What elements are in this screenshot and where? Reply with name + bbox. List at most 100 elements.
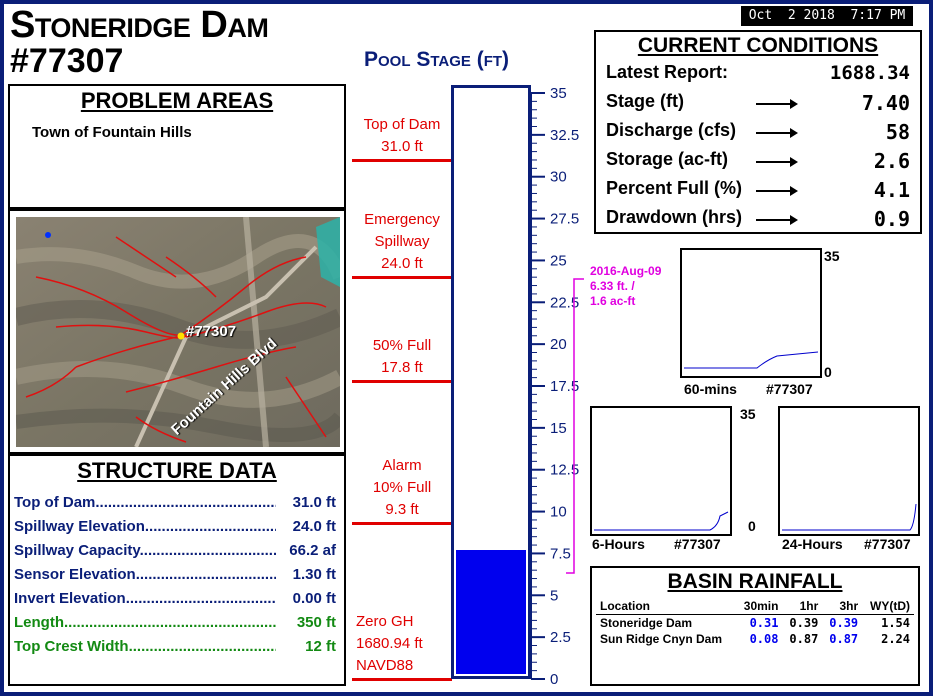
structure-row: Spillway Elevation......................… <box>14 518 336 538</box>
structure-dots: Top Crest Width.........................… <box>14 638 276 655</box>
scale-tick-label: 27.5 <box>550 211 579 228</box>
rain-header-3hr: 3hr <box>839 599 859 613</box>
chart-bottom-max: 35 <box>740 406 756 422</box>
level-label-line: 17.8 ft <box>381 358 423 376</box>
structure-row: Spillway Capacity.......................… <box>14 542 336 562</box>
current-conditions-panel: CURRENT CONDITIONS Latest Report:1688.34… <box>594 30 922 234</box>
scale-tick-label: 7.5 <box>550 545 571 562</box>
problem-area-item: Town of Fountain Hills <box>32 124 192 141</box>
chart-6-label: 6-Hours <box>592 536 645 552</box>
level-line <box>352 522 452 526</box>
leader-dots: ........................................… <box>139 542 276 559</box>
structure-label: Sensor Elevation <box>14 566 136 583</box>
level-label-line: 24.0 ft <box>381 255 423 273</box>
condition-label: Storage (ac-ft) <box>606 149 729 169</box>
structure-label: Top Crest Width <box>14 638 129 655</box>
structure-value: 350 ft <box>293 614 336 631</box>
rain-row: Sun Ridge Cnyn Dam 0.08 0.87 0.87 2.24 <box>596 631 914 647</box>
map-panel[interactable]: #77307 Fountain Hills Blvd <box>8 209 346 454</box>
condition-label: Discharge (cfs) <box>606 120 737 140</box>
chart-60-min: 0 <box>824 364 832 380</box>
chart-6-hours <box>590 406 732 536</box>
level-label-line: 50% Full <box>372 336 432 354</box>
scale-tick-label: 15 <box>550 420 567 437</box>
condition-value: 4.1 <box>873 178 910 202</box>
condition-value: 1688.34 <box>829 62 910 84</box>
record-bracket-line <box>566 278 584 574</box>
rain-3hr: 0.39 <box>829 616 859 630</box>
leader-dots: ........................................… <box>144 518 276 535</box>
rain-1hr: 0.87 <box>789 632 819 646</box>
chart-60-max: 35 <box>824 248 840 264</box>
condition-label: Latest Report: <box>606 62 729 82</box>
chart-bottom-min: 0 <box>748 518 756 534</box>
chart-60-id: #77307 <box>766 381 813 397</box>
structure-dots: Invert Elevation........................… <box>14 590 276 607</box>
structure-dots: Length..................................… <box>14 614 276 631</box>
arrow-right-icon <box>756 94 798 112</box>
dam-id: #77307 <box>10 42 124 80</box>
chart-24-hours <box>778 406 920 536</box>
scale-tick-label: 22.5 <box>550 294 579 311</box>
record-line2: 1.6 ac-ft <box>590 294 636 308</box>
structure-row: Invert Elevation........................… <box>14 590 336 610</box>
structure-label: Spillway Capacity <box>14 542 140 559</box>
zero-gage-line: 1680.94 ft <box>356 635 423 652</box>
condition-value: 7.40 <box>861 91 910 115</box>
aerial-map[interactable] <box>16 217 340 447</box>
rain-header-location: Location <box>600 599 650 613</box>
pool-gauge <box>451 85 531 679</box>
arrow-right-icon <box>756 123 798 141</box>
rain-header-30min: 30min <box>743 599 779 613</box>
rain-location: Sun Ridge Cnyn Dam <box>600 632 723 646</box>
problem-areas-title: PROBLEM AREAS <box>80 88 274 113</box>
condition-label: Stage (ft) <box>606 91 684 111</box>
level-line <box>352 158 452 162</box>
chart-60-mins <box>680 248 822 378</box>
chart-24-label: 24-Hours <box>782 536 843 552</box>
rain-row: Stoneridge Dam 0.31 0.39 0.39 1.54 <box>596 615 914 631</box>
condition-row: Discharge (cfs)58 <box>606 120 910 148</box>
structure-dots: Spillway Elevation......................… <box>14 518 276 535</box>
dam-name: Stoneridge Dam <box>10 4 269 46</box>
structure-value: 0.00 ft <box>289 590 336 607</box>
rain-30min: 0.08 <box>749 632 779 646</box>
structure-data-title: STRUCTURE DATA <box>77 458 277 483</box>
pool-stage-title: Pool Stage (ft) <box>364 48 510 71</box>
scale-tick-label: 12.5 <box>550 462 579 479</box>
rain-wytd: 1.54 <box>881 616 910 630</box>
record-bracket <box>566 278 584 574</box>
scale-tick-label: 35 <box>550 85 567 102</box>
chart-24-id: #77307 <box>864 536 911 552</box>
scale-tick-label: 25 <box>550 252 567 269</box>
leader-dots: ........................................… <box>125 590 276 607</box>
rain-header-wytd: WY(tD) <box>870 599 910 613</box>
pool-fill <box>456 550 526 674</box>
condition-value: 0.9 <box>873 207 910 231</box>
structure-dots: Sensor Elevation........................… <box>14 566 276 583</box>
structure-data-panel: STRUCTURE DATA Top of Dam...............… <box>8 454 346 686</box>
structure-value: 31.0 ft <box>289 494 336 511</box>
basin-rainfall-title: BASIN RAINFALL <box>667 570 843 593</box>
condition-row: Latest Report: 1688.34 <box>606 62 910 90</box>
problem-areas-panel: PROBLEM AREAS Town of Fountain Hills <box>8 84 346 209</box>
scale-tick-label: 10 <box>550 504 567 521</box>
level-line <box>352 379 452 383</box>
basin-rainfall-panel: BASIN RAINFALL Location 30min 1hr 3hr WY… <box>590 566 920 686</box>
record-annotation: 2016-Aug-09 6.33 ft. / 1.6 ac-ft <box>590 264 661 309</box>
condition-row: Percent Full (%)4.1 <box>606 178 910 206</box>
timestamp: Oct 2 2018 7:17 PM <box>741 6 913 26</box>
level-label-line: Alarm <box>382 457 422 475</box>
chart-6-id: #77307 <box>674 536 721 552</box>
zero-gage-line: Zero GH <box>356 613 414 630</box>
scale-tick-label: 20 <box>550 336 567 353</box>
structure-value: 24.0 ft <box>289 518 336 535</box>
level-label-line: Spillway <box>374 233 430 251</box>
leader-dots: ........................................… <box>95 494 276 511</box>
